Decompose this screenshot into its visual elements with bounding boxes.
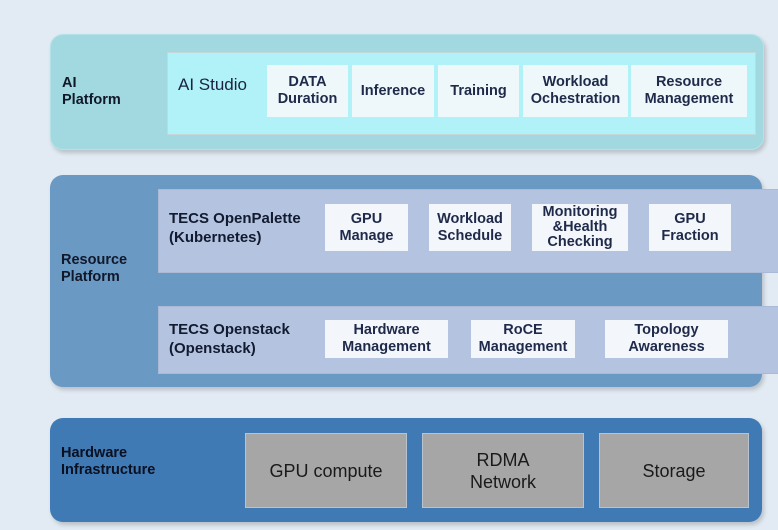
module-data-duration: DATA Duration [267, 65, 348, 117]
module-monitoring-health-checking: Monitoring &Health Checking [532, 204, 628, 251]
module-gpu-compute: GPU compute [245, 433, 407, 508]
openstack-title: TECS Openstack (Openstack) [169, 321, 290, 357]
openpalette-panel: TECS OpenPalette (Kubernetes) GPU Manage… [158, 189, 778, 273]
module-inference: Inference [352, 65, 434, 117]
hardware-infrastructure-layer: Hardware Infrastructure GPU compute RDMA… [50, 418, 762, 522]
module-workload-ochestration: Workload Ochestration [523, 65, 628, 117]
ai-studio-panel: AI Studio DATA Duration Inference Traini… [167, 52, 756, 135]
module-roce-management: RoCE Management [471, 320, 575, 358]
ai-studio-title: AI Studio [178, 75, 247, 94]
module-training: Training [438, 65, 519, 117]
module-gpu-fraction: GPU Fraction [649, 204, 731, 251]
module-resource-management: Resource Management [631, 65, 747, 117]
module-storage: Storage [599, 433, 749, 508]
module-rdma-network: RDMA Network [422, 433, 584, 508]
ai-platform-layer: AI Platform AI Studio DATA Duration Infe… [50, 34, 764, 150]
module-workload-schedule: Workload Schedule [429, 204, 511, 251]
ai-platform-label: AI Platform [62, 75, 121, 108]
module-gpu-manage: GPU Manage [325, 204, 408, 251]
openstack-panel: TECS Openstack (Openstack) Hardware Mana… [158, 306, 778, 374]
resource-platform-label: Resource Platform [61, 252, 128, 285]
module-topology-awareness: Topology Awareness [605, 320, 728, 358]
module-hardware-management: Hardware Management [325, 320, 448, 358]
hardware-infrastructure-label: Hardware Infrastructure [61, 445, 156, 478]
openpalette-title: TECS OpenPalette (Kubernetes) [169, 210, 301, 246]
resource-platform-layer: Resource Platform TECS OpenPalette (Kube… [50, 175, 778, 387]
